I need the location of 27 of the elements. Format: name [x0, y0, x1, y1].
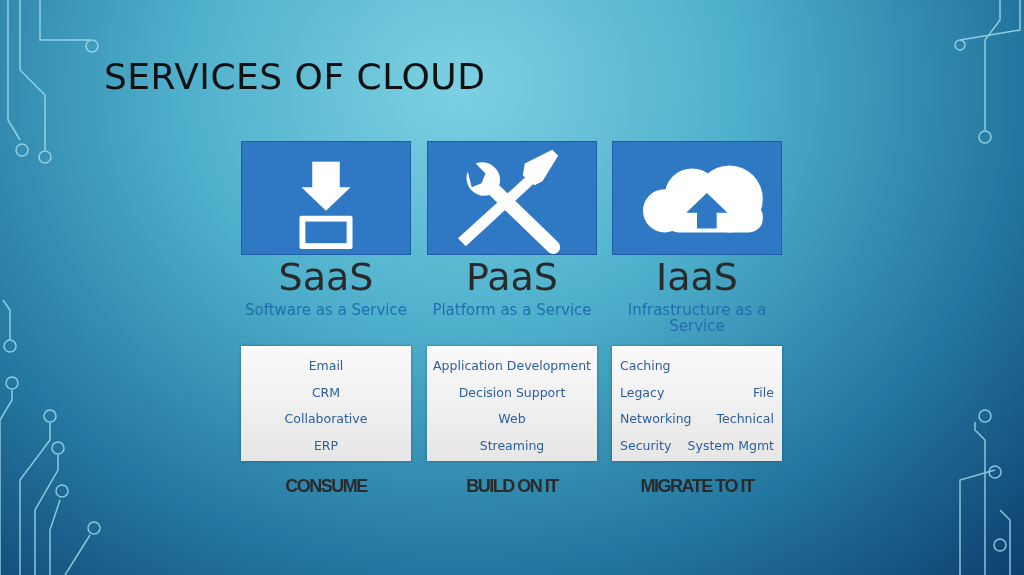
list-item: Email — [308, 358, 344, 373]
list-item: Streaming — [479, 438, 545, 453]
list-item: Collaborative — [284, 411, 368, 426]
list-item: File — [753, 385, 774, 400]
list-item: Networking — [620, 411, 692, 426]
service-examples-card — [427, 346, 597, 461]
column-caption: MIGRATE TO IT — [639, 476, 755, 497]
list-item: ERP — [313, 438, 339, 453]
slide-title: SERVICES OF CLOUD — [104, 56, 486, 97]
list-item: Security — [620, 438, 672, 453]
service-name: Software as a Service — [243, 302, 409, 318]
service-acronym: SaaS — [277, 255, 375, 299]
list-item: System Mgmt — [687, 438, 774, 453]
service-acronym: PaaS — [465, 255, 559, 299]
list-item: Application Development — [433, 358, 591, 373]
service-name: Platform as a Service — [431, 302, 593, 318]
service-examples-card — [612, 346, 782, 461]
list-item: Legacy — [620, 385, 665, 400]
service-acronym: IaaS — [655, 255, 739, 299]
list-item: Decision Support — [458, 385, 566, 400]
list-item: CRM — [311, 385, 341, 400]
column-caption: BUILD ON IT — [465, 476, 560, 497]
list-item: Caching — [620, 358, 671, 373]
list-item: Web — [498, 411, 526, 426]
column-caption: CONSUME — [284, 476, 369, 497]
list-item: Technical — [716, 411, 774, 426]
service-examples-card — [241, 346, 411, 461]
